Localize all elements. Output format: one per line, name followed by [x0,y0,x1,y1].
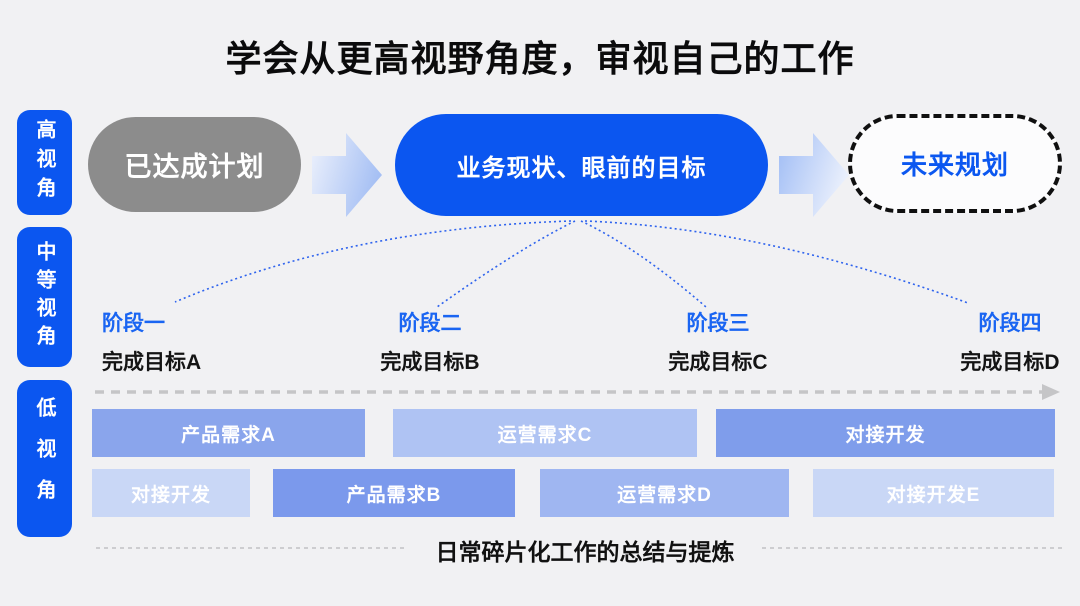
task-bar-label: 产品需求A [181,424,276,446]
task-bar: 产品需求A [92,409,365,457]
stage-1-name: 阶段一 [102,312,165,335]
stage-3-goal: 完成目标C [668,351,768,374]
task-bar: 对接开发 [716,409,1055,457]
rail-label-medium-perspective: 中等视角 [17,227,72,367]
task-bar: 产品需求B [273,469,515,517]
curve-to-stage-4 [584,220,969,304]
stage-2-goal: 完成目标B [380,351,480,374]
current-status-label: 业务现状、眼前的目标 [456,154,707,182]
achieved-plan-pill: 已达成计划 [88,117,301,212]
flow-arrow-icon [779,133,849,217]
stage-4-name: 阶段四 [978,312,1042,335]
page-title: 学会从更高视野角度，审视自己的工作 [225,38,855,79]
curve-to-stage-3 [580,220,707,308]
stage-column-2: 阶段二 完成目标B [350,307,510,376]
task-bar-label: 运营需求D [617,484,712,506]
task-bar-label: 对接开发E [886,484,981,506]
curve-to-stage-1 [174,220,572,303]
stage-4-goal: 完成目标D [960,351,1060,374]
curve-to-stage-2 [436,220,576,308]
rail-label-high-perspective: 高视角 [17,110,72,215]
task-bar-label: 对接开发 [130,484,211,506]
timeline-arrowhead-icon [1042,384,1060,400]
task-bar: 运营需求D [540,469,789,517]
bottom-caption: 日常碎片化工作的总结与提炼 [435,539,735,565]
stage-column-3: 阶段三 完成目标C [638,307,798,376]
stage-3-name: 阶段三 [686,312,750,335]
current-status-pill: 业务现状、眼前的目标 [395,114,768,216]
task-bar-label: 运营需求C [497,424,593,446]
future-plan-label: 未来规划 [900,150,1009,180]
task-bar-label: 产品需求B [346,484,442,506]
task-bar: 对接开发 [92,469,250,517]
task-bar: 对接开发E [813,469,1054,517]
achieved-plan-label: 已达成计划 [124,152,265,182]
stage-column-4: 阶段四 完成目标D [930,307,1080,376]
task-bar: 运营需求C [393,409,697,457]
stage-column-1: 阶段一 完成目标A [102,307,262,376]
flow-arrow-icon [312,133,382,217]
rail-label-low-perspective: 低视角 [17,380,72,537]
task-bar-label: 对接开发 [845,424,926,446]
stage-1-goal: 完成目标A [102,351,202,374]
future-plan-pill: 未来规划 [848,114,1062,213]
stage-2-name: 阶段二 [398,312,462,335]
